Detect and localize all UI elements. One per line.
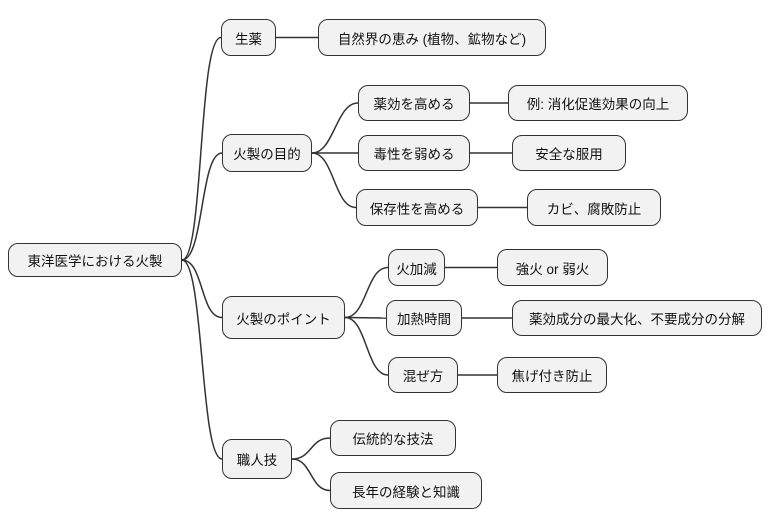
node-preserve: 保存性を高める bbox=[356, 189, 478, 226]
node-efficacy: 薬効を高める bbox=[358, 85, 470, 121]
node-root: 東洋医学における火製 bbox=[8, 243, 182, 277]
node-mixing: 混ぜ方 bbox=[388, 357, 458, 393]
edge-root-purpose bbox=[181, 152, 223, 261]
node-experience: 長年の経験と知識 bbox=[330, 472, 482, 509]
node-tradition: 伝統的な技法 bbox=[330, 420, 456, 456]
node-herb: 生薬 bbox=[221, 19, 276, 56]
edge-points-heatlevel bbox=[344, 266, 389, 319]
edge-root-herb bbox=[181, 36, 222, 261]
node-scorch: 焦げ付き防止 bbox=[497, 357, 607, 393]
edge-craft-tradition bbox=[291, 437, 331, 460]
node-heat-time: 加熱時間 bbox=[386, 300, 462, 336]
node-mold: カビ、腐敗防止 bbox=[527, 189, 661, 226]
node-safe: 安全な服用 bbox=[512, 135, 626, 171]
edge-root-points bbox=[181, 259, 223, 319]
edge-purpose-preserve bbox=[311, 152, 357, 209]
node-craft: 職人技 bbox=[222, 439, 292, 479]
edge-points-mixing bbox=[344, 316, 389, 376]
edge-craft-experience bbox=[291, 458, 331, 492]
edge-root-craft bbox=[181, 259, 223, 460]
node-toxicity: 毒性を弱める bbox=[358, 135, 470, 171]
node-points: 火製のポイント bbox=[222, 296, 345, 339]
edge-purpose-efficacy bbox=[311, 102, 359, 154]
node-herb-desc: 自然界の恵み (植物、鉱物など) bbox=[318, 19, 546, 56]
node-strong-weak: 強火 or 弱火 bbox=[497, 249, 608, 286]
node-efficacy-example: 例: 消化促進効果の向上 bbox=[508, 85, 688, 121]
node-maximize: 薬効成分の最大化、不要成分の分解 bbox=[512, 300, 762, 336]
edge-points-heattime bbox=[344, 316, 387, 319]
node-heat-level: 火加減 bbox=[388, 249, 445, 286]
node-purpose: 火製の目的 bbox=[222, 134, 312, 172]
